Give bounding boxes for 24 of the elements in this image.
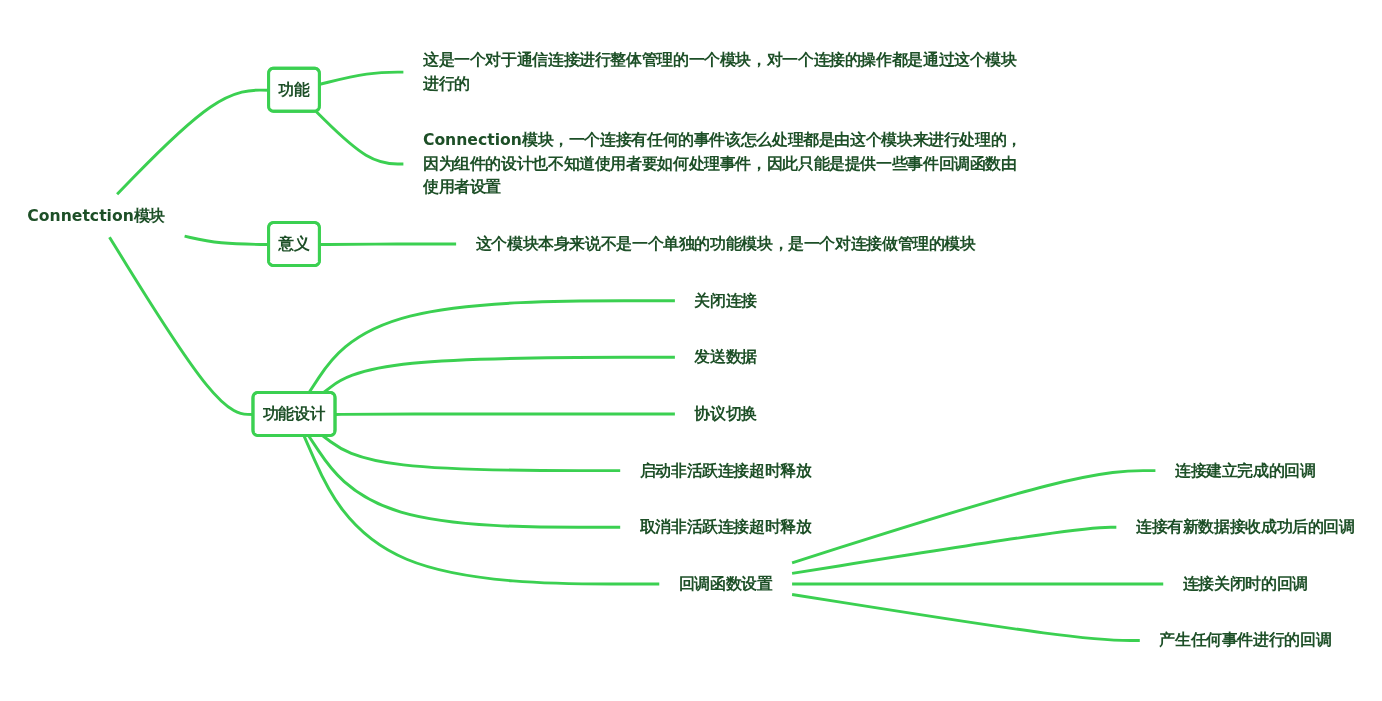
node-text: 产生任何事件进行的回调 (1159, 630, 1332, 650)
node-text: 回调函数设置 (678, 574, 773, 593)
node-text: 启动非活跃连接超时释放 (639, 460, 812, 480)
node-text: 连接建立完成的回调 (1174, 460, 1316, 480)
node-text: 发送数据 (694, 347, 757, 367)
connector (335, 412, 675, 416)
connector (319, 70, 404, 86)
node-text: Connection模块，一个连接有任何的事件该怎么处理都是由这个模块来进行处理的，因为组件的设计也不知道使用者要如何处理事件，因此只能是提供一些事件回调函数由使用者设置 (422, 130, 1022, 197)
connector (791, 525, 1117, 575)
node-text: 协议切换 (694, 404, 757, 423)
node-text: 这是一个对于通信连接进行整体管理的一个模块，对一个连接的操作都是通过这个模块进行的 (422, 50, 1017, 93)
connector (315, 110, 404, 166)
connector (791, 593, 1140, 643)
connector (792, 582, 1164, 586)
node-text: 这个模块本身来说不是一个单独的功能模块，是一个对连接做管理的模块 (475, 234, 976, 253)
connector (319, 242, 457, 246)
connector (302, 435, 660, 586)
node-text: Connetction模块 (27, 205, 166, 225)
connector (307, 435, 621, 529)
node-text: 连接关闭时的回调 (1182, 574, 1308, 593)
connector (791, 469, 1156, 565)
node-text: 连接有新数据接收成功后的回调 (1135, 517, 1355, 537)
node-text: 关闭连接 (694, 290, 757, 310)
node-text: 取消非活跃连接超时释放 (639, 517, 812, 537)
